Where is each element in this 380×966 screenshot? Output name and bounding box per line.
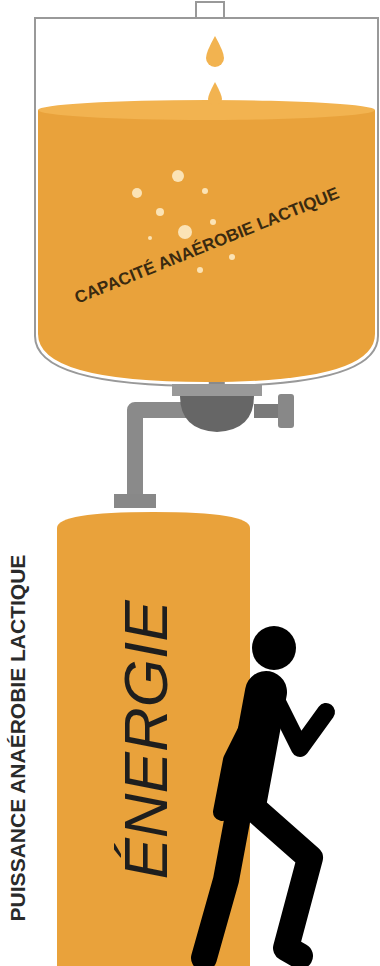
drop: [206, 36, 224, 67]
faucet: [114, 384, 294, 508]
energy-label: ÉNERGIE: [110, 600, 181, 879]
lid-tab: [196, 2, 224, 18]
drop: [208, 82, 222, 105]
power-label: PUISSANCE ANAÉROBIE LACTIQUE: [6, 555, 30, 922]
runner-silhouette: [204, 626, 326, 958]
capacity-tank: CAPACITÉ ANAÉROBIE LACTIQUE: [35, 18, 378, 386]
bubbles: [132, 170, 235, 273]
